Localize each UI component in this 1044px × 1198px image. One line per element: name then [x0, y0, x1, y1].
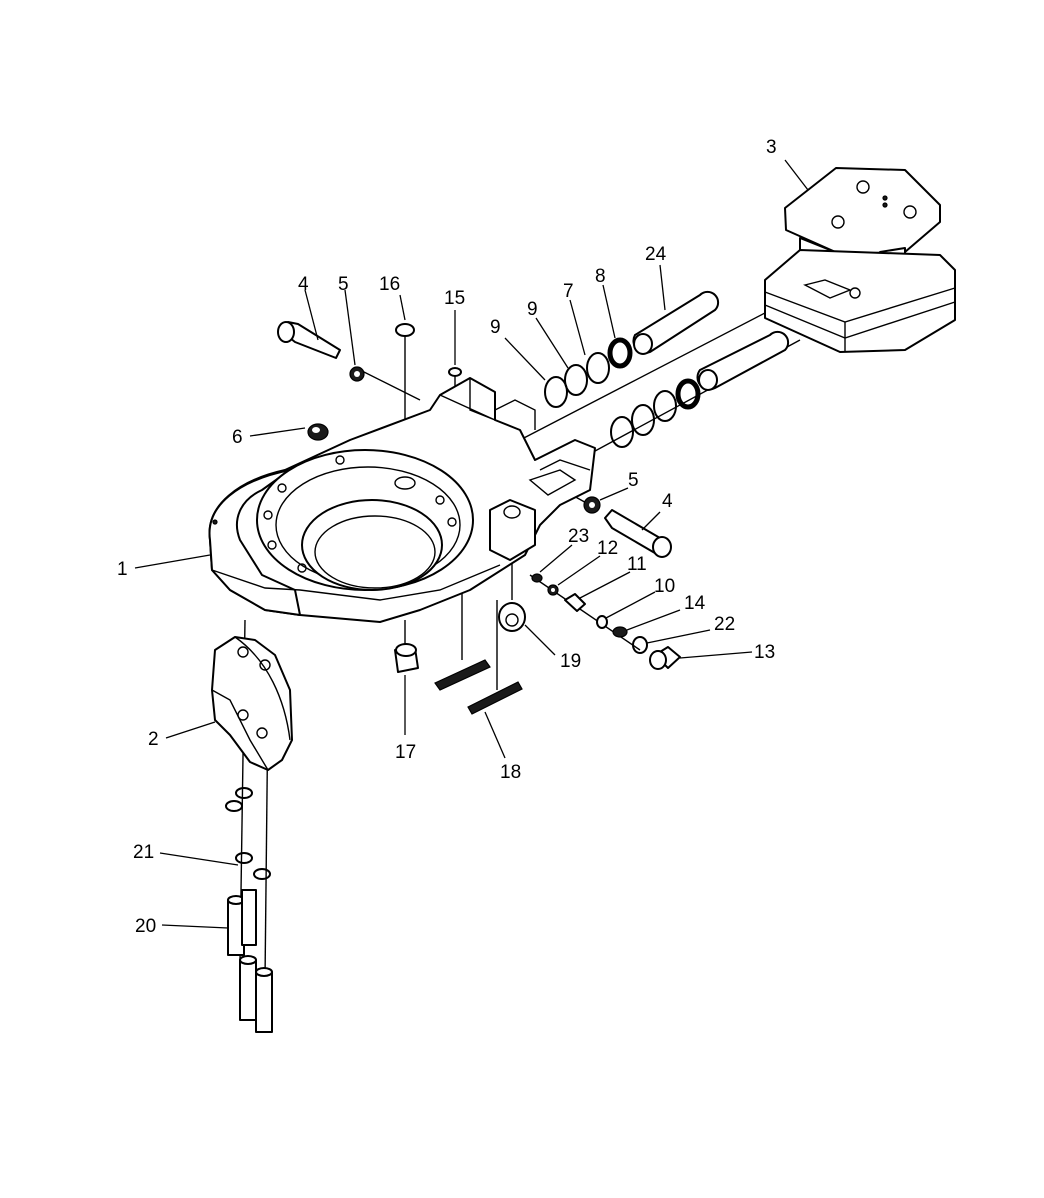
callout-13: 13 [754, 642, 775, 663]
callout-19: 19 [560, 651, 581, 672]
part-20-bolts [227, 889, 273, 1033]
small-fasteners [531, 573, 681, 670]
callout-16: 16 [379, 274, 400, 295]
callout-24: 24 [645, 244, 667, 265]
callout-17: 17 [395, 742, 416, 763]
callout-2: 2 [148, 729, 159, 750]
callout-labels: 1 2 3 4 4 5 5 6 7 8 9 9 10 11 12 13 14 1… [117, 137, 777, 937]
callout-8: 8 [595, 266, 606, 287]
part-19-cap [498, 602, 526, 632]
part-4-bolt-right [604, 509, 672, 558]
callout-5-upper: 5 [338, 274, 349, 295]
part-2-clamp-segment [211, 636, 293, 771]
seal-rings-upper [544, 337, 633, 408]
callout-1: 1 [117, 559, 128, 580]
part-3-slide-block [764, 167, 956, 353]
callout-9-right: 9 [527, 299, 538, 320]
callout-5-right: 5 [628, 470, 639, 491]
callout-10: 10 [654, 576, 675, 597]
callout-4-right: 4 [662, 491, 673, 512]
part-5-washer-upper [349, 366, 365, 382]
part-1-main-housing [208, 377, 596, 623]
callout-14: 14 [684, 593, 706, 614]
callout-12: 12 [597, 538, 618, 559]
callout-20: 20 [135, 916, 156, 937]
part-5-washer-right [583, 496, 601, 514]
part-17-plug [394, 643, 419, 673]
part-6-plug [307, 423, 329, 441]
part-15-ring [448, 367, 462, 377]
callout-21: 21 [133, 842, 154, 863]
callout-6: 6 [232, 427, 243, 448]
part-4-bolt-upper [277, 321, 341, 359]
part-24-guide-rods [632, 290, 790, 391]
part-16-ring [395, 323, 415, 337]
part-18-pins [434, 659, 523, 715]
callout-22: 22 [714, 614, 735, 635]
part-21-washers [225, 787, 271, 880]
callout-9-left: 9 [490, 317, 501, 338]
callout-15: 15 [444, 288, 465, 309]
leader-lines [134, 159, 809, 929]
callout-3: 3 [766, 137, 777, 158]
callout-23: 23 [568, 526, 589, 547]
callout-7: 7 [563, 281, 574, 302]
seal-rings-lower [610, 378, 701, 448]
callout-11: 11 [627, 554, 647, 575]
callout-4-upper: 4 [298, 274, 309, 295]
callout-18: 18 [500, 762, 521, 783]
